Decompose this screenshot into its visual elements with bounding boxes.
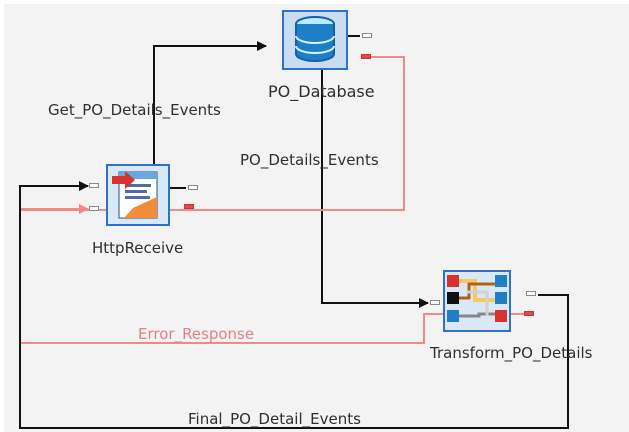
- http-receive-output-port[interactable]: [188, 185, 198, 190]
- http-receive-error-input-port[interactable]: [89, 206, 99, 211]
- http-receive-label: HttpReceive: [92, 239, 184, 257]
- wire-final-po-detail-events[interactable]: [19, 181, 569, 429]
- http-receive-icon: [108, 166, 168, 224]
- wire-po-details-events[interactable]: [321, 35, 429, 308]
- po-database-label: PO_Database: [268, 82, 375, 101]
- po-database-error-port[interactable]: [361, 54, 371, 59]
- transform-error-port[interactable]: [524, 311, 534, 316]
- transform-output-port[interactable]: [526, 291, 536, 296]
- canvas-frame-left: [0, 0, 4, 432]
- po-database-output-port[interactable]: [362, 33, 372, 38]
- transform-po-details-label: Transform_PO_Details: [430, 344, 593, 362]
- transform-po-details-node[interactable]: [443, 270, 511, 332]
- http-receive-input-port[interactable]: [89, 183, 99, 188]
- wire-get-po-details-events[interactable]: [153, 41, 267, 189]
- final-po-detail-events-label: Final_PO_Detail_Events: [188, 410, 361, 428]
- transform-icon: [445, 272, 509, 330]
- canvas-frame-top: [0, 0, 629, 4]
- transform-input-port[interactable]: [430, 300, 440, 305]
- http-receive-error-port[interactable]: [184, 204, 194, 209]
- wire-po-database-error[interactable]: [19, 56, 405, 211]
- error-response-label: Error_Response: [138, 325, 255, 343]
- po-database-node[interactable]: [282, 10, 348, 70]
- database-icon: [284, 12, 346, 68]
- get-po-details-events-label: Get_PO_Details_Events: [48, 101, 221, 119]
- po-details-events-label: PO_Details_Events: [240, 151, 379, 169]
- http-receive-node[interactable]: [106, 164, 170, 226]
